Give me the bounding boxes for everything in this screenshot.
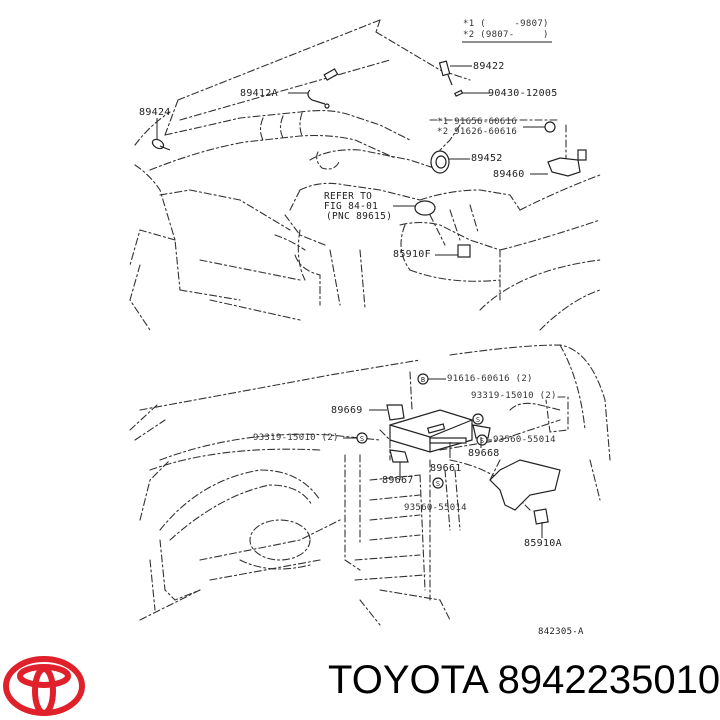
callout-90430-12005[interactable]: 90430-12005	[488, 88, 558, 99]
callout-85910A[interactable]: 85910A	[524, 538, 562, 549]
callout-91626-60616[interactable]: *2 91626-60616	[437, 127, 518, 137]
refer-note-line-2: FIG 84-01	[324, 201, 379, 212]
svg-text:S: S	[476, 416, 480, 424]
product-title: TOYOTA 8942235010	[328, 658, 720, 702]
callout-89661[interactable]: 89661	[430, 463, 462, 474]
callout-89669[interactable]: 89669	[331, 405, 363, 416]
note-line-1: *1 ( -9807)	[463, 19, 549, 29]
svg-text:S: S	[436, 480, 440, 488]
callout-89667[interactable]: 89667	[382, 475, 414, 486]
callout-89452[interactable]: 89452	[471, 153, 503, 164]
drawing-number: 842305-A	[538, 627, 584, 637]
refer-note-line-3: (PNC 89615)	[326, 211, 393, 222]
callout-85910F[interactable]: 85910F	[393, 249, 431, 260]
callout-89422[interactable]: 89422	[473, 61, 505, 72]
callout-89460[interactable]: 89460	[493, 169, 525, 180]
callout-91616-60616[interactable]: 91616-60616 (2)	[447, 374, 533, 384]
callout-93560-55014-bottom[interactable]: 93560-55014	[404, 503, 467, 513]
callout-91656-60616[interactable]: *1 91656-60616	[437, 117, 518, 127]
toyota-logo-icon	[3, 656, 85, 716]
callout-89412A[interactable]: 89412A	[240, 88, 278, 99]
svg-text:B: B	[421, 376, 425, 384]
callout-93319-15010-right[interactable]: 93319-15010 (2)	[471, 391, 557, 401]
refer-note-line-1: REFER TO	[324, 191, 373, 202]
callout-89668[interactable]: 89668	[468, 448, 500, 459]
callout-93560-55014-right[interactable]: 93560-55014	[493, 435, 556, 445]
callout-89424[interactable]: 89424	[139, 107, 171, 118]
svg-text:S: S	[360, 435, 364, 443]
callout-93319-15010-left[interactable]: 93319-15010 (2)	[253, 433, 339, 443]
note-line-2: *2 (9807- )	[463, 30, 549, 40]
parts-diagram: B S S S S	[129, 19, 611, 626]
svg-text:S: S	[480, 437, 484, 445]
